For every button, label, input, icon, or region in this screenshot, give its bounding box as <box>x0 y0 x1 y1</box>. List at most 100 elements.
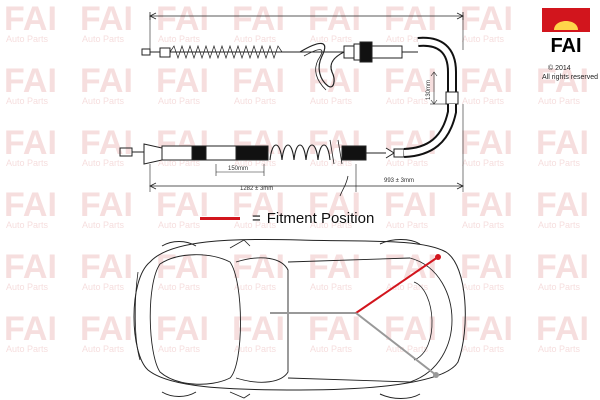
svg-text:Auto Parts: Auto Parts <box>462 158 505 168</box>
svg-text:FAI: FAI <box>80 186 133 224</box>
svg-text:FAI: FAI <box>156 62 209 100</box>
svg-text:Auto Parts: Auto Parts <box>310 158 353 168</box>
logo-text: FAI <box>550 35 581 57</box>
copyright-year: © 2014 <box>548 65 571 72</box>
copyright-rights: All rights reserved <box>542 74 599 81</box>
copyright-notice: © 2014 All rights reserved <box>542 64 598 82</box>
svg-text:Auto Parts: Auto Parts <box>82 220 125 230</box>
svg-text:Auto Parts: Auto Parts <box>234 282 277 292</box>
svg-text:FAI: FAI <box>156 310 209 348</box>
legend-label: Fitment Position <box>266 209 375 227</box>
svg-text:Auto Parts: Auto Parts <box>538 282 581 292</box>
svg-text:Auto Parts: Auto Parts <box>158 158 201 168</box>
svg-text:FAI: FAI <box>4 124 57 162</box>
svg-text:Auto Parts: Auto Parts <box>386 34 429 44</box>
svg-text:Auto Parts: Auto Parts <box>82 344 125 354</box>
svg-text:FAI: FAI <box>308 310 361 348</box>
svg-text:FAI: FAI <box>460 0 513 38</box>
svg-text:Auto Parts: Auto Parts <box>234 344 277 354</box>
svg-text:FAI: FAI <box>460 124 513 162</box>
svg-text:Auto Parts: Auto Parts <box>82 96 125 106</box>
svg-text:Auto Parts: Auto Parts <box>158 344 201 354</box>
svg-text:Auto Parts: Auto Parts <box>234 220 277 230</box>
svg-text:FAI: FAI <box>308 248 361 286</box>
svg-text:FAI: FAI <box>156 248 209 286</box>
svg-text:FAI: FAI <box>80 310 133 348</box>
svg-text:Auto Parts: Auto Parts <box>386 282 429 292</box>
fitment-legend-swatch <box>200 216 240 220</box>
svg-text:Auto Parts: Auto Parts <box>538 158 581 168</box>
svg-text:FAI: FAI <box>460 62 513 100</box>
svg-text:Auto Parts: Auto Parts <box>310 282 353 292</box>
svg-text:Auto Parts: Auto Parts <box>310 34 353 44</box>
svg-text:Auto Parts: Auto Parts <box>234 158 277 168</box>
svg-text:Auto Parts: Auto Parts <box>538 344 581 354</box>
svg-text:Auto Parts: Auto Parts <box>158 96 201 106</box>
svg-text:FAI: FAI <box>536 248 589 286</box>
svg-text:FAI: FAI <box>4 62 57 100</box>
svg-text:Auto Parts: Auto Parts <box>538 96 581 106</box>
svg-text:FAI: FAI <box>232 186 285 224</box>
svg-text:Auto Parts: Auto Parts <box>6 282 49 292</box>
svg-text:Auto Parts: Auto Parts <box>82 158 125 168</box>
svg-text:FAI: FAI <box>460 186 513 224</box>
svg-text:FAI: FAI <box>536 62 589 100</box>
svg-text:Auto Parts: Auto Parts <box>538 220 581 230</box>
svg-text:Auto Parts: Auto Parts <box>158 34 201 44</box>
svg-text:Auto Parts: Auto Parts <box>462 34 505 44</box>
dim-short-length: 150mm <box>228 166 248 172</box>
svg-text:FAI: FAI <box>4 310 57 348</box>
svg-text:Auto Parts: Auto Parts <box>6 96 49 106</box>
svg-text:Auto Parts: Auto Parts <box>82 282 125 292</box>
legend-equals: = <box>252 209 261 227</box>
svg-text:Auto Parts: Auto Parts <box>234 34 277 44</box>
svg-text:Auto Parts: Auto Parts <box>462 344 505 354</box>
svg-text:FAI: FAI <box>232 62 285 100</box>
dim-right-length: 993 ± 3mm <box>384 178 414 184</box>
svg-text:FAI: FAI <box>460 310 513 348</box>
fai-logo: FAI <box>538 4 594 60</box>
svg-text:FAI: FAI <box>232 248 285 286</box>
svg-text:FAI: FAI <box>80 0 133 38</box>
car-top-view-outline <box>133 238 466 399</box>
svg-text:FAI: FAI <box>384 0 437 38</box>
other-side-cable-line <box>355 312 437 376</box>
svg-text:FAI: FAI <box>80 248 133 286</box>
svg-text:Auto Parts: Auto Parts <box>310 96 353 106</box>
svg-text:Auto Parts: Auto Parts <box>158 282 201 292</box>
svg-text:Auto Parts: Auto Parts <box>6 220 49 230</box>
svg-text:FAI: FAI <box>4 186 57 224</box>
svg-text:FAI: FAI <box>384 186 437 224</box>
svg-text:Auto Parts: Auto Parts <box>6 158 49 168</box>
svg-text:FAI: FAI <box>536 124 589 162</box>
svg-text:Auto Parts: Auto Parts <box>310 344 353 354</box>
svg-text:Auto Parts: Auto Parts <box>310 220 353 230</box>
svg-text:FAI: FAI <box>308 186 361 224</box>
